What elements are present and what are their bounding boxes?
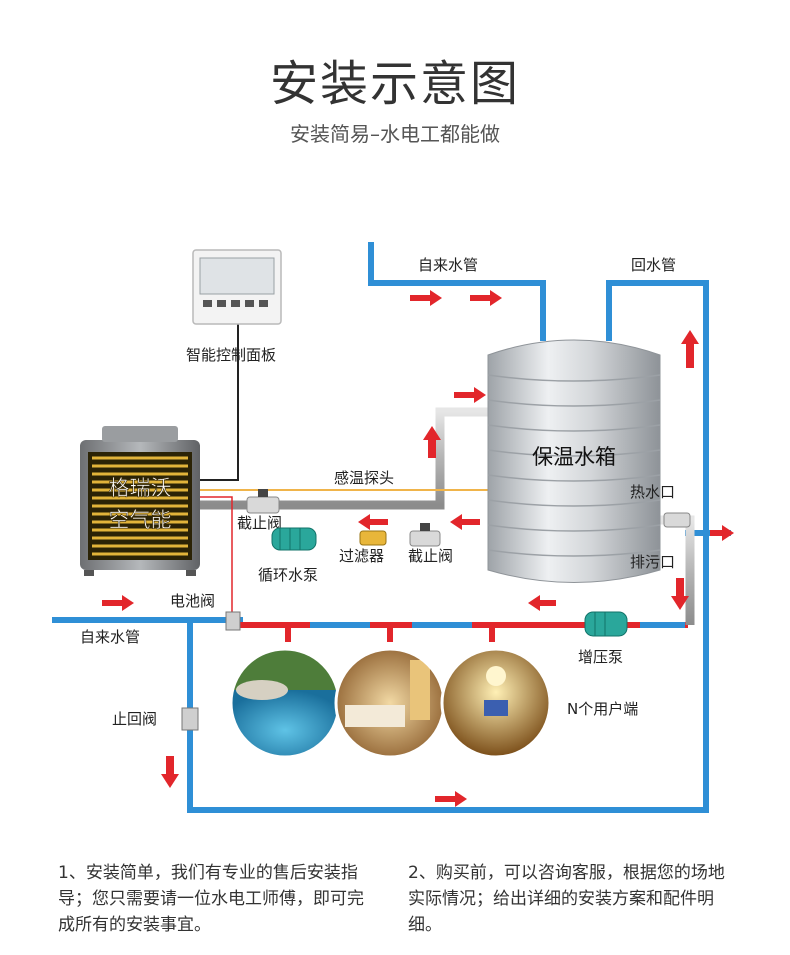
booster-label: 增压泵	[578, 648, 623, 666]
note-left: 1、安装简单，我们有专业的售后安装指导；您只需要请一位水电工师傅，即可完成所有的…	[58, 863, 364, 935]
flow-arrows	[102, 290, 734, 807]
solenoid-valve-icon	[225, 611, 241, 631]
drain-label: 排污口	[630, 553, 675, 571]
control-panel-label: 智能控制面板	[186, 346, 276, 364]
user-room-image	[334, 647, 446, 759]
control-wire	[190, 320, 239, 481]
booster-pump-icon	[584, 611, 628, 637]
filter-label: 过滤器	[339, 547, 384, 565]
tap-water-top-label: 自来水管	[418, 256, 478, 274]
user-hall-image	[440, 647, 552, 759]
check-valve-label: 止回阀	[112, 710, 157, 728]
page-subtitle: 安装简易–水电工都能做	[290, 122, 500, 146]
pump-label: 循环水泵	[258, 566, 318, 584]
hot-outlet-label: 热水口	[630, 483, 675, 501]
user-pool-image	[229, 647, 341, 759]
valve-upper-label: 截止阀	[237, 514, 282, 532]
sensor-label: 感温探头	[334, 469, 394, 487]
hot-outlet-valve-icon	[663, 512, 691, 528]
tap-water-left-label: 自来水管	[80, 628, 140, 646]
valve-upper-icon	[246, 489, 280, 514]
cold-water-pipes	[52, 242, 731, 813]
unit-name-line2: 空气能	[109, 508, 172, 532]
note-right: 2、购买前，可以咨询客服，根据您的场地实际情况；给出详细的安装方案和配件明细。	[408, 863, 725, 935]
solenoid-wire	[195, 496, 233, 612]
unit-name-line1: 格瑞沃	[109, 476, 172, 500]
valve-lower-label: 截止阀	[408, 547, 453, 565]
valve-lower-icon	[409, 523, 441, 547]
heat-pump-unit	[80, 426, 200, 576]
tank-label: 保温水箱	[532, 445, 616, 469]
check-valve-icon	[181, 707, 199, 731]
page-title: 安装示意图	[269, 56, 520, 112]
pump-icon	[271, 527, 317, 551]
control-panel	[192, 249, 282, 325]
solenoid-label: 电池阀	[170, 592, 215, 610]
filter-icon	[359, 530, 387, 546]
users-label: N个用户端	[567, 700, 638, 718]
insulated-tank	[487, 339, 661, 583]
return-pipe-label: 回水管	[631, 256, 676, 274]
